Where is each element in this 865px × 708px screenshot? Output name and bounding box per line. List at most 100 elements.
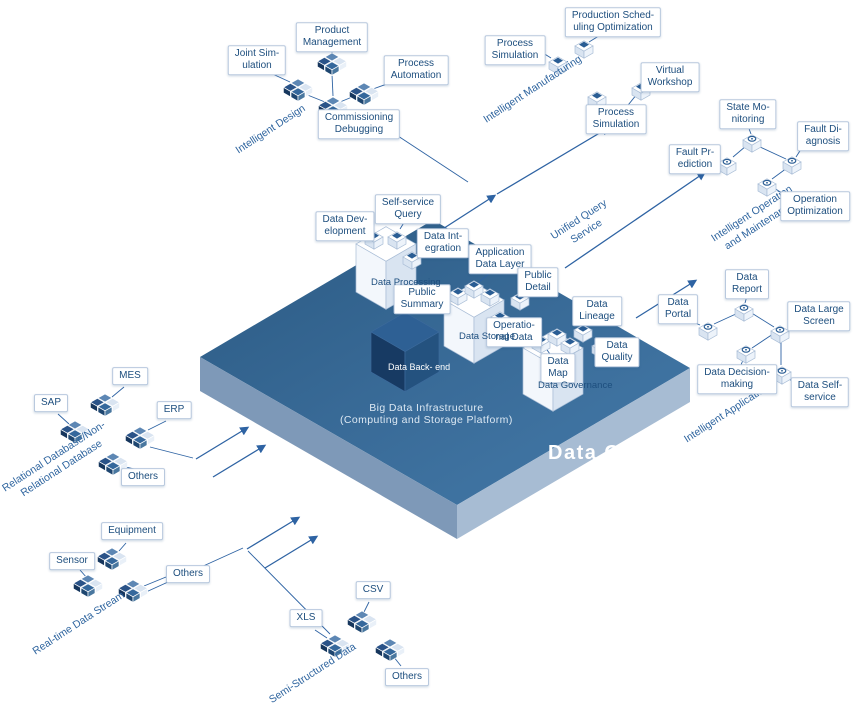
- connector-line: [331, 73, 334, 97]
- process-automation-icon: [348, 82, 380, 106]
- label-fault-diagnosis: Fault Di- agnosis: [797, 121, 849, 151]
- label-data-backend: Data Back- end: [388, 362, 451, 372]
- connector-line: [143, 576, 167, 587]
- connector-line: [147, 420, 167, 431]
- production-scheduling-optimization-icon: [574, 40, 594, 59]
- label-operation-optimization: Operation Optimization: [780, 191, 850, 221]
- data-decision-making-icon: [736, 345, 756, 364]
- label-data-processing: Data Processing: [371, 277, 441, 288]
- label-production-scheduling-optimization: Production Sched- uling Optimization: [564, 7, 662, 37]
- label-csv: CSV: [355, 581, 391, 599]
- label-data-lineage: Data Lineage: [572, 296, 622, 326]
- label-equipment: Equipment: [101, 522, 163, 540]
- label-data-development: Data Dev- elopment: [315, 211, 375, 241]
- label-sap: SAP: [33, 394, 69, 412]
- data-backend-cube: [370, 311, 440, 393]
- label-application-data-layer: Application Data Layer: [468, 244, 532, 274]
- data-report-icon: [734, 303, 754, 322]
- label-data-self-service: Data Self- service: [790, 377, 850, 407]
- connector-line: [314, 629, 328, 639]
- label-product-management: Product Management: [295, 22, 369, 52]
- sensor-icon: [72, 574, 104, 598]
- equipment-icon: [96, 547, 128, 571]
- state-monitoring-icon: [742, 134, 762, 153]
- connector-line: [111, 386, 125, 398]
- label-data-storage: Data Storage: [459, 331, 515, 342]
- label-fault-prediction: Fault Pr- ediction: [668, 144, 722, 174]
- label-data-center: Data Center: [548, 442, 677, 464]
- process-simulation-icon: [548, 56, 568, 75]
- label-data-governance: Data Governance: [538, 380, 613, 391]
- connector-line: [363, 601, 370, 613]
- label-semi-others: Others: [384, 668, 430, 686]
- storage-module-icon: [480, 288, 500, 307]
- semi-others-icon: [374, 638, 406, 662]
- sap-icon: [59, 420, 91, 444]
- label-data-decision-making: Data Decision- making: [697, 364, 777, 394]
- joint-simulation-icon: [282, 78, 314, 102]
- label-joint-simulation: Joint Sim- ulation: [227, 45, 287, 75]
- label-data-large-screen: Data Large Screen: [787, 301, 851, 331]
- mes-icon: [89, 393, 121, 417]
- xls-icon: [319, 634, 351, 658]
- data-portal-icon: [698, 322, 718, 341]
- relational-others-icon: [97, 452, 129, 476]
- connector-line: [118, 542, 127, 552]
- erp-icon: [124, 426, 156, 450]
- data-lineage-icon: [573, 324, 593, 343]
- platform-top-face: [200, 220, 690, 505]
- flow-arrow: [246, 516, 301, 550]
- label-process-simulation-2: Process Simulation: [585, 104, 647, 134]
- label-data-portal: Data Portal: [657, 294, 699, 324]
- fault-diagnosis-icon: [782, 156, 802, 175]
- connector-line: [713, 312, 739, 325]
- data-integration-icon: [402, 251, 422, 270]
- product-management-icon: [316, 52, 348, 76]
- label-commissioning-debugging: Commissioning Debugging: [317, 109, 401, 139]
- operation-optimization-icon: [757, 178, 777, 197]
- governance-module-icon: [547, 328, 567, 347]
- csv-icon: [346, 610, 378, 634]
- connector-line: [751, 333, 774, 349]
- flow-arrow: [564, 171, 707, 269]
- connector-line: [757, 145, 787, 160]
- flow-arrow: [212, 444, 267, 478]
- data-center-platform: [200, 220, 690, 539]
- label-state-monitoring: State Mo- nitoring: [719, 99, 777, 129]
- connector-line: [57, 413, 70, 425]
- flow-arrow: [264, 535, 319, 569]
- label-operational-data: Operatio- nal Data: [486, 317, 542, 347]
- process-simulation-2-icon: [587, 91, 607, 110]
- flow-arrow: [195, 426, 250, 460]
- label-process-simulation-1: Process Simulation: [484, 35, 546, 65]
- self-service-query-icon: [387, 231, 407, 250]
- governance-module-icon-2: [560, 337, 580, 356]
- platform-left-face: [200, 357, 457, 539]
- data-large-screen-icon: [770, 325, 790, 344]
- label-public-detail: Public Detail: [517, 267, 559, 297]
- label-self-service-query: Self-service Query: [374, 194, 442, 224]
- label-xls: XLS: [289, 609, 323, 627]
- connector-line: [749, 311, 775, 328]
- flow-arrow: [496, 126, 611, 195]
- label-big-data-infrastructure: Big Data Infrastructure (Computing and S…: [340, 402, 513, 426]
- label-process-automation: Process Automation: [383, 55, 449, 85]
- label-data-report: Data Report: [724, 269, 770, 299]
- label-erp: ERP: [156, 401, 192, 419]
- connector-line: [149, 446, 194, 459]
- label-realtime-others: Others: [165, 565, 211, 583]
- realtime-others-icon: [117, 579, 149, 603]
- label-public-summary: Public Summary: [393, 284, 451, 314]
- label-data-map: Data Map: [540, 353, 576, 383]
- label-relational-others: Others: [120, 468, 166, 486]
- label-sensor: Sensor: [49, 552, 95, 570]
- application-data-layer-icon: [464, 280, 484, 299]
- label-mes: MES: [112, 367, 148, 385]
- connector-line: [397, 135, 469, 183]
- label-virtual-workshop: Virtual Workshop: [640, 62, 700, 92]
- label-data-quality: Data Quality: [594, 337, 640, 367]
- platform-right-face: [457, 368, 690, 539]
- label-data-integration: Data Int- egration: [416, 228, 470, 258]
